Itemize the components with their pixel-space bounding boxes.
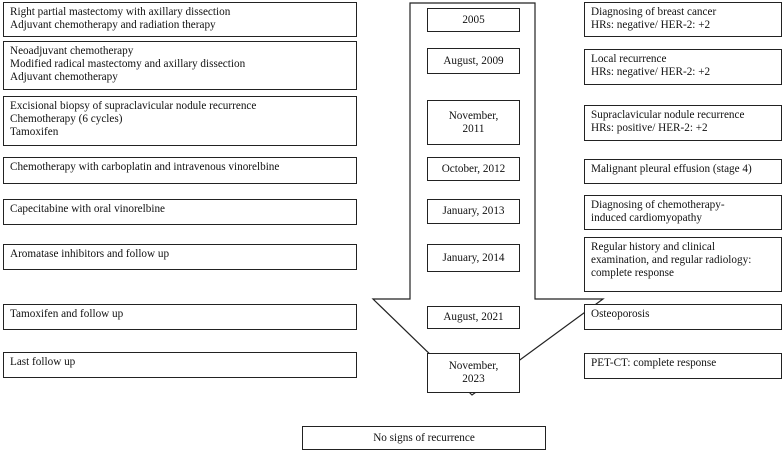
date-label: October, 2012 xyxy=(442,163,506,176)
outcome-line: Diagnosing of chemotherapy- xyxy=(591,199,725,211)
outcome-line: complete response xyxy=(591,267,674,279)
date-line: January, 2014 xyxy=(442,251,505,264)
outcome-box: Osteoporosis xyxy=(584,304,782,330)
treatment-line: Last follow up xyxy=(10,356,76,368)
treatment-box: Chemotherapy with carboplatin and intrav… xyxy=(3,157,357,184)
outcome-line: Regular history and clinical xyxy=(591,241,715,253)
date-label: January, 2013 xyxy=(442,205,504,218)
date-label: January, 2014 xyxy=(442,252,504,265)
treatment-line: Neoadjuvant chemotherapy xyxy=(10,45,134,57)
treatment-line: Chemotherapy with carboplatin and intrav… xyxy=(10,161,280,173)
date-line: January, 2013 xyxy=(442,205,505,217)
treatment-line: Capecitabine with oral vinorelbine xyxy=(10,203,166,215)
treatment-box: Aromatase inhibitors and follow up xyxy=(3,244,357,270)
outcome-line: Malignant pleural effusion (stage 4) xyxy=(591,163,752,175)
final-outcome-box: No signs of recurrence xyxy=(302,426,546,450)
treatment-line: Excisional biopsy of supraclavicular nod… xyxy=(10,100,257,112)
treatment-line: Tamoxifen xyxy=(10,126,59,138)
treatment-box: Right partial mastectomy with axillary d… xyxy=(3,2,357,37)
date-label: November,2011 xyxy=(449,110,499,136)
date-line: 2023 xyxy=(462,373,485,385)
treatment-box: Last follow up xyxy=(3,352,357,378)
treatment-line: Chemotherapy (6 cycles) xyxy=(10,113,123,125)
outcome-line: HRs: negative/ HER-2: +2 xyxy=(591,66,711,78)
outcome-line: PET-CT: complete response xyxy=(591,357,717,369)
outcome-line: induced cardiomyopathy xyxy=(591,212,702,224)
date-label: August, 2021 xyxy=(443,311,503,324)
date-box: January, 2014 xyxy=(427,244,520,272)
treatment-line: Modified radical mastectomy and axillary… xyxy=(10,58,246,70)
treatment-line: Adjuvant chemotherapy xyxy=(10,71,118,83)
treatment-box: Excisional biopsy of supraclavicular nod… xyxy=(3,96,357,146)
outcome-line: Supraclavicular nodule recurrence xyxy=(591,109,745,121)
outcome-box: PET-CT: complete response xyxy=(584,353,782,379)
date-line: November, xyxy=(448,360,499,372)
date-box: November,2023 xyxy=(427,353,520,393)
outcome-line: examination, and regular radiology: xyxy=(591,254,752,266)
date-box: 2005 xyxy=(427,8,520,32)
date-line: November, xyxy=(448,109,499,122)
outcome-line: HRs: positive/ HER-2: +2 xyxy=(591,122,708,134)
date-box: August, 2009 xyxy=(427,48,520,74)
date-line: August, 2009 xyxy=(443,54,504,67)
treatment-line: Right partial mastectomy with axillary d… xyxy=(10,6,231,18)
date-label: August, 2009 xyxy=(443,55,503,68)
outcome-line: Osteoporosis xyxy=(591,308,650,320)
date-box: November,2011 xyxy=(427,100,520,145)
treatment-line: Aromatase inhibitors and follow up xyxy=(10,248,170,260)
date-line: 2005 xyxy=(462,13,485,26)
final-outcome-label: No signs of recurrence xyxy=(373,432,475,444)
outcome-line: Diagnosing of breast cancer xyxy=(591,6,717,18)
date-box: January, 2013 xyxy=(427,199,520,224)
treatment-box: Capecitabine with oral vinorelbine xyxy=(3,199,357,225)
date-label: November,2023 xyxy=(449,360,499,386)
treatment-line: Adjuvant chemotherapy and radiation ther… xyxy=(10,19,216,31)
outcome-box: Malignant pleural effusion (stage 4) xyxy=(584,159,782,184)
date-box: October, 2012 xyxy=(427,157,520,181)
outcome-box: Diagnosing of chemotherapy-induced cardi… xyxy=(584,195,782,230)
date-label: 2005 xyxy=(462,14,484,27)
outcome-line: HRs: negative/ HER-2: +2 xyxy=(591,19,711,31)
treatment-line: Tamoxifen and follow up xyxy=(10,308,124,320)
date-line: 2011 xyxy=(462,122,485,135)
date-box: August, 2021 xyxy=(427,306,520,329)
date-line: August, 2021 xyxy=(443,311,504,323)
outcome-line: Local recurrence xyxy=(591,53,667,65)
date-line: October, 2012 xyxy=(441,162,506,175)
treatment-box: Tamoxifen and follow up xyxy=(3,304,357,330)
